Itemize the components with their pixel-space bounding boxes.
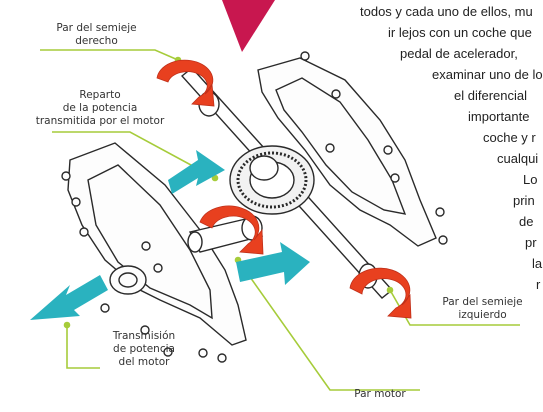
body-text-line: ir lejos con un coche que xyxy=(388,23,532,42)
body-text-line: coche y r xyxy=(483,128,536,147)
label-right-shaft-torque: Par del semieje derecho xyxy=(44,22,149,48)
ring-gear xyxy=(230,146,314,214)
label-engine-transmission: Transmisión de potencia del motor xyxy=(104,330,184,369)
magenta-accent-triangle xyxy=(222,0,275,52)
body-text-line: prin xyxy=(513,191,535,210)
body-text-line: importante xyxy=(468,107,529,126)
body-text-line: r xyxy=(536,275,540,294)
body-text-line: la xyxy=(532,254,542,273)
body-text-line: de xyxy=(519,212,533,231)
body-text-line: examinar uno de lo xyxy=(432,65,543,84)
body-text-line: Lo xyxy=(523,170,537,189)
body-text-line: el diferencial xyxy=(454,86,527,105)
body-text-line: todos y cada uno de ellos, mu xyxy=(360,2,533,21)
body-text-line: pr xyxy=(525,233,537,252)
label-engine-torque: Par motor xyxy=(340,388,420,401)
body-text-line: cualqui xyxy=(497,149,538,168)
label-left-shaft-torque: Par del semieje izquierdo xyxy=(430,296,535,322)
body-text-line: pedal de acelerador, xyxy=(400,44,518,63)
label-power-split: Reparto de la potencia transmitida por e… xyxy=(30,89,170,128)
teal-arrow-input xyxy=(30,275,108,320)
